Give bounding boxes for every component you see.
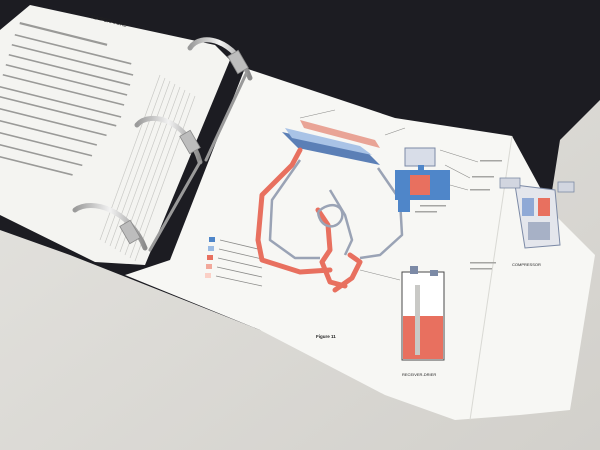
- receiver-drier-label: RECEIVER-DRIER: [402, 372, 436, 377]
- refrigerant-lines-low: [268, 159, 404, 260]
- compressor-label: COMPRESSOR: [512, 262, 541, 267]
- ring-backplate: [148, 72, 248, 252]
- figure-caption: Figure 11: [316, 334, 336, 339]
- label-leaders: [299, 109, 479, 281]
- receiver-drier: [401, 266, 445, 361]
- left-page-text: [0, 22, 134, 176]
- diagram-sheet: [125, 68, 595, 420]
- evaporator-core-top: [285, 128, 372, 155]
- left-page-stack: [0, 5, 230, 265]
- expansion-valve: [395, 147, 450, 212]
- evaporator-fins: [300, 120, 380, 148]
- compressor: [499, 177, 575, 249]
- diagram-legend: [205, 237, 263, 287]
- ring-clasps: [119, 49, 249, 245]
- refrigerant-lines-high: [255, 147, 363, 293]
